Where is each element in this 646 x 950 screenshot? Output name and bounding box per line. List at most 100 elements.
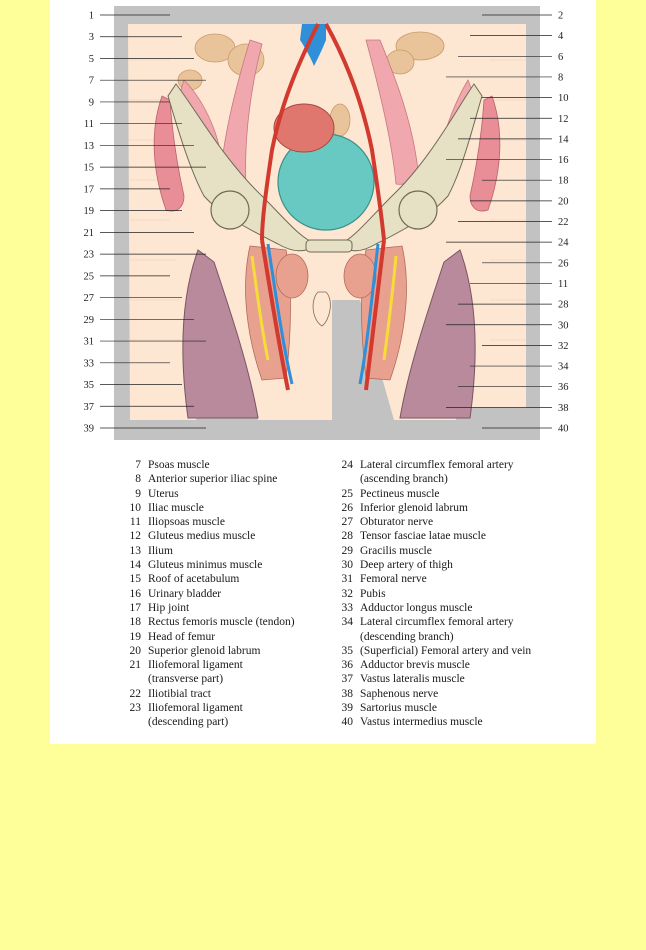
legend-item: 11 Iliopsoas muscle xyxy=(119,515,295,529)
legend-item-number: 23 xyxy=(129,702,142,715)
legend-item-label: Anterior superior iliac spine xyxy=(148,473,278,486)
callout-right-14: 28 xyxy=(558,300,569,311)
legend-item: 32 Pubis xyxy=(331,587,531,601)
callout-right-20: 40 xyxy=(558,424,569,435)
callout-right-5: 12 xyxy=(558,114,569,125)
legend-item-number: 27 xyxy=(341,516,354,529)
callout-left-11: 23 xyxy=(84,250,95,261)
legend-item: 35(Superficial) Femoral artery and vein xyxy=(331,644,532,658)
callout-left-9: 19 xyxy=(84,206,95,217)
legend-item-number: 18 xyxy=(129,616,142,629)
callout-right-1: 4 xyxy=(558,31,564,42)
legend-item-number: 28 xyxy=(341,530,354,543)
callout-left-3: 7 xyxy=(89,76,94,87)
callout-left-7: 15 xyxy=(84,163,95,174)
legend-item-number: 15 xyxy=(129,573,142,586)
callout-right-11: 24 xyxy=(558,238,569,249)
subcutaneous-fat-lines xyxy=(128,59,526,341)
legend-item-label: Gluteus medius muscle xyxy=(148,530,256,543)
legend-item-number: 36 xyxy=(341,659,354,672)
legend-item-label: Vastus lateralis muscle xyxy=(360,673,465,686)
pelvis-coronal-section-illustration: 1357911131517192123252729313335373924681… xyxy=(84,6,569,440)
legend-item-label: Pubis xyxy=(360,587,386,600)
callout-right-13: 11 xyxy=(558,279,568,290)
legend-item: 34 Lateral circumflex femoral artery (des… xyxy=(331,615,531,644)
legend-item-label: Saphenous nerve xyxy=(360,687,439,700)
legend-item-label: (Superficial) Femoral artery and vein xyxy=(360,644,532,657)
callout-left-19: 39 xyxy=(84,424,95,435)
callout-right-12: 26 xyxy=(558,258,569,269)
legend-item-number: 38 xyxy=(341,687,354,700)
legend-item-label: Deep artery of thigh xyxy=(360,559,453,572)
vulva-outline xyxy=(312,291,331,327)
legend-item-number: 39 xyxy=(341,702,354,715)
legend-item-label: Lateral circumflex femoral artery (desce… xyxy=(360,616,514,643)
callout-left-1: 3 xyxy=(89,32,94,43)
legend-item-label: Sartorius muscle xyxy=(360,702,437,715)
legend-item-number: 17 xyxy=(129,601,142,614)
legend-item-label: Iliopsoas muscle xyxy=(148,516,225,529)
legend-item-number: 21 xyxy=(129,659,142,672)
legend-item: 37 Vastus lateralis muscle xyxy=(331,672,531,686)
legend-item-label: Adductor longus muscle xyxy=(360,601,473,614)
legend-item-number: 34 xyxy=(341,616,354,629)
callout-right-17: 34 xyxy=(558,362,569,373)
legend-item-label: Head of femur xyxy=(148,630,216,643)
uterus xyxy=(273,103,335,153)
legend-item-number: 19 xyxy=(129,630,142,643)
legend-item-number: 24 xyxy=(341,459,354,471)
legend-item: 39 Sartorius muscle xyxy=(331,701,531,715)
legend-item: 19 Head of femur xyxy=(119,630,295,644)
legend-item: 17 Hip joint xyxy=(119,601,295,615)
legend-item-number: 20 xyxy=(129,644,142,657)
callout-left-0: 1 xyxy=(89,11,94,22)
callout-left-13: 27 xyxy=(84,293,95,304)
callout-left-10: 21 xyxy=(84,228,95,239)
legend-item-number: 9 xyxy=(135,487,141,500)
legend-item-number: 40 xyxy=(341,716,354,729)
thigh-muscles xyxy=(182,249,476,419)
legend-item-label: Hip joint xyxy=(148,601,190,614)
callout-left-14: 29 xyxy=(84,315,95,326)
legend-item-label: Urinary bladder xyxy=(148,587,222,600)
iliac-arteries xyxy=(260,23,386,241)
legend-item-number: 22 xyxy=(129,687,142,700)
legend-item-number: 31 xyxy=(341,573,354,586)
callout-right-19: 38 xyxy=(558,403,569,414)
legend-item-label: Rectus femoris muscle (tendon) xyxy=(148,616,295,629)
legend-item-number: 11 xyxy=(129,516,141,529)
femoral-nerves xyxy=(250,255,398,361)
femoral-heads xyxy=(210,190,438,230)
callout-right-9: 20 xyxy=(558,196,569,207)
legend-item-number: 14 xyxy=(129,559,142,572)
callout-right-7: 16 xyxy=(558,155,569,166)
legend-item-label: Iliac muscle xyxy=(148,501,204,514)
legend-item-label: Psoas muscle xyxy=(148,459,210,471)
callout-leader-lines xyxy=(100,14,552,429)
legend-item-number: 32 xyxy=(341,587,354,600)
legend-item-label: Gracilis muscle xyxy=(360,544,432,557)
legend-item-label: Inferior glenoid labrum xyxy=(360,501,468,514)
callout-right-0: 2 xyxy=(558,11,563,22)
legend-item-number: 37 xyxy=(341,673,354,686)
legend-item-label: Tensor fasciae latae muscle xyxy=(360,530,486,543)
callout-left-17: 35 xyxy=(84,380,95,391)
